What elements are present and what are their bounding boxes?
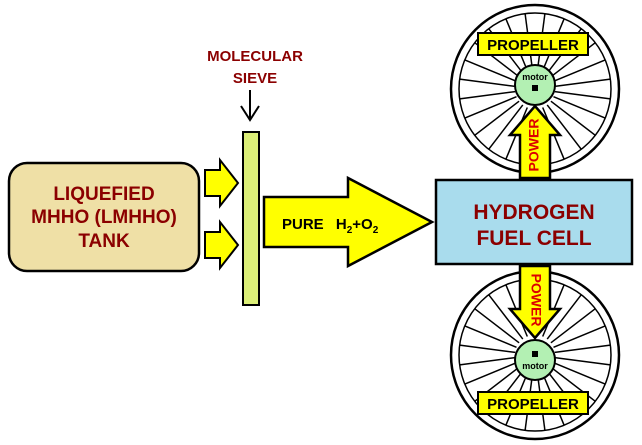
propeller-top-blades: [459, 13, 611, 165]
power-bottom-label: POWER: [528, 274, 544, 327]
propeller-top-blade: [553, 96, 606, 119]
propeller-top-blade: [464, 96, 517, 119]
propeller-top-label: PROPELLER: [487, 37, 579, 54]
power-arrow-down: [507, 264, 563, 340]
propeller-bottom-blade: [488, 294, 524, 340]
propeller-bottom-blade: [464, 362, 517, 385]
tank-label-line1: LIQUEFIED: [53, 184, 154, 205]
motor-bottom: [514, 339, 556, 381]
sieve-title-line1: MOLECULAR: [207, 48, 303, 65]
motor-bottom-label: motor: [522, 361, 548, 371]
propeller-bottom-blade: [553, 362, 606, 385]
propeller-bottom-blade: [554, 344, 611, 354]
gas-h-subscript: 2: [347, 225, 353, 236]
gas-o-subscript: 2: [373, 225, 379, 236]
propeller-top-blade: [554, 90, 611, 100]
propeller-bottom-blade: [459, 344, 516, 354]
power-top-label: POWER: [526, 119, 542, 172]
propeller-top-blade: [464, 59, 517, 82]
propeller-top-blade: [553, 59, 606, 82]
fuel-cell-label-line1: HYDROGEN: [473, 201, 594, 224]
sieve-pointer-arrow: [240, 90, 260, 122]
tank-label-line2: MHHO (LMHHO): [31, 207, 177, 228]
propeller-top-blade: [554, 78, 611, 88]
propeller-top-blade: [488, 104, 524, 150]
hydrogen-fuel-cell: [434, 178, 634, 266]
gas-h: H: [336, 216, 347, 233]
gas-plus-o: +O: [352, 216, 373, 233]
propeller-bottom-blade: [546, 294, 582, 340]
propeller-top-label-box: [477, 32, 589, 56]
sieve-title-line2: SIEVE: [233, 70, 277, 87]
propeller-top-blade: [550, 100, 596, 136]
propeller-top-blade: [474, 100, 520, 136]
propeller-top-blade: [459, 78, 516, 88]
propeller-bottom-blade: [474, 308, 520, 344]
lmhho-tank: [7, 161, 201, 273]
propeller-bottom-blade: [553, 325, 606, 348]
pure-label: PURE: [282, 216, 324, 233]
pure-gas-flow-arrow: [262, 175, 435, 269]
motor-top-shaft: [532, 85, 538, 91]
pure-gas-label: PURE H2+O2: [282, 216, 379, 236]
motor-bottom-shaft: [532, 351, 538, 357]
fuel-cell-label-line2: FUEL CELL: [476, 227, 591, 250]
tank-to-sieve-arrow-upper: [204, 157, 240, 209]
propeller-top-blade: [459, 90, 516, 100]
propeller-bottom-label: PROPELLER: [487, 396, 579, 413]
propeller-top-blade: [546, 104, 582, 150]
power-arrow-up: [507, 104, 563, 180]
propeller-bottom-blade: [554, 356, 611, 366]
propeller-bottom-blade: [459, 356, 516, 366]
propeller-bottom-blade: [550, 308, 596, 344]
tank-label-line3: TANK: [78, 231, 130, 252]
tank-to-sieve-arrow-lower: [204, 219, 240, 271]
propeller-bottom-blade: [464, 325, 517, 348]
motor-top-label: motor: [522, 72, 548, 82]
molecular-sieve: [242, 131, 260, 306]
propeller-bottom-label-box: [477, 391, 589, 415]
